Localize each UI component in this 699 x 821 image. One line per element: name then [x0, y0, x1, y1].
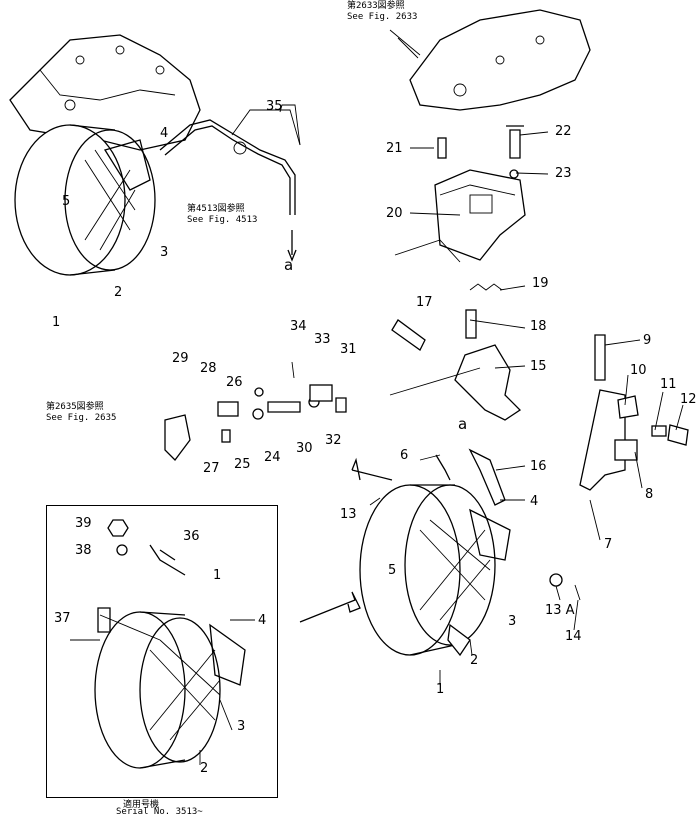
callout-17: 17 — [416, 295, 433, 310]
nut-39 — [107, 519, 129, 537]
callout-2: 2 — [114, 285, 123, 300]
callout-7: 7 — [604, 537, 613, 552]
leader-lines — [70, 37, 684, 765]
callout-4-inset: 4 — [258, 613, 267, 628]
callout-38: 38 — [75, 543, 92, 558]
brake-band-upper-left — [14, 124, 156, 276]
adjust-screw-9 — [594, 334, 606, 381]
callout-21: 21 — [386, 141, 403, 156]
valve-bracket-20 — [434, 169, 526, 261]
callout-2-inset: 2 — [200, 761, 209, 776]
lever-15 — [454, 344, 522, 421]
callout-25: 25 — [234, 457, 251, 472]
callout-8: 8 — [645, 487, 654, 502]
transmission-case-upper-left — [9, 34, 201, 151]
callout-2-lower: 2 — [470, 653, 479, 668]
callout-a-lower: a — [458, 415, 468, 433]
brake-band-lower-right — [359, 484, 511, 657]
brake-band-inset — [94, 611, 246, 769]
callout-12: 12 — [680, 392, 697, 407]
callout-39: 39 — [75, 516, 92, 531]
transmission-case-upper-right — [389, 9, 591, 111]
plate-10 — [617, 395, 639, 419]
callout-29: 29 — [172, 351, 189, 366]
callout-1-lower: 1 — [436, 682, 445, 697]
fitting-6 — [435, 454, 451, 481]
callout-3-inset: 3 — [237, 719, 246, 734]
callout-23: 23 — [555, 166, 572, 181]
cotter-pin-14 — [574, 584, 581, 601]
bolt-11 — [651, 425, 667, 437]
callout-9: 9 — [643, 333, 652, 348]
clamp-38 — [116, 544, 128, 556]
callout-35: 35 — [266, 99, 283, 114]
callout-16: 16 — [530, 459, 547, 474]
callout-20: 20 — [386, 206, 403, 221]
callout-30: 30 — [296, 441, 313, 456]
callout-6: 6 — [400, 448, 409, 463]
callout-18: 18 — [530, 319, 547, 334]
bolt-22 — [506, 125, 524, 159]
callout-4-lower: 4 — [530, 494, 539, 509]
ref-fig-2635-jp: 第2635図参照 — [46, 402, 104, 412]
callout-14: 14 — [565, 629, 582, 644]
callout-3-lower: 3 — [508, 614, 517, 629]
ref-fig-2633-en: See Fig. 2633 — [347, 12, 418, 22]
callout-22: 22 — [555, 124, 572, 139]
washer-13A — [549, 573, 563, 587]
callout-36: 36 — [183, 529, 200, 544]
callout-a-upper: a — [284, 256, 294, 274]
callout-19: 19 — [532, 276, 549, 291]
callout-32: 32 — [325, 433, 342, 448]
linkage-chain — [164, 361, 347, 461]
callout-37: 37 — [54, 611, 71, 626]
serial-note-en: Serial No. 3513~ — [116, 807, 203, 817]
callout-27: 27 — [203, 461, 220, 476]
callout-11: 11 — [660, 377, 677, 392]
spring-19 — [469, 283, 503, 291]
plug-18 — [465, 309, 477, 339]
callout-10: 10 — [630, 363, 647, 378]
ref-fig-4513-jp: 第4513図参照 — [187, 204, 245, 214]
bolt-12 — [667, 424, 689, 446]
serial-variant-inset — [46, 505, 278, 798]
callout-31: 31 — [340, 342, 357, 357]
detail-arrow — [299, 591, 361, 623]
callout-26: 26 — [226, 375, 243, 390]
ref-fig-2635-en: See Fig. 2635 — [46, 413, 117, 423]
callout-33: 33 — [314, 332, 331, 347]
lever-16 — [468, 448, 506, 506]
ref-fig-4513-en: See Fig. 4513 — [187, 215, 258, 225]
callout-1: 1 — [52, 315, 61, 330]
callout-5: 5 — [62, 194, 71, 209]
callout-24: 24 — [264, 450, 281, 465]
callout-4: 4 — [160, 126, 169, 141]
link-7 — [579, 389, 626, 491]
callout-28: 28 — [200, 361, 217, 376]
callout-34: 34 — [290, 319, 307, 334]
washer-23 — [509, 169, 519, 179]
callout-1-inset: 1 — [213, 568, 222, 583]
callout-15: 15 — [530, 359, 547, 374]
block-8 — [614, 439, 638, 461]
callout-3: 3 — [160, 245, 169, 260]
callout-13: 13 — [340, 507, 357, 522]
serial-note-jp: 適用号機 — [123, 800, 160, 810]
bolt-13 — [351, 457, 393, 481]
pipe-assembly-35 — [159, 109, 301, 262]
pipe-36 — [149, 544, 186, 576]
pin-21 — [437, 137, 447, 159]
bolt-37 — [97, 607, 111, 633]
spool-17 — [391, 319, 426, 351]
callout-13A: 13 A — [545, 603, 575, 618]
callout-5-lower: 5 — [388, 563, 397, 578]
ref-fig-2633-jp: 第2633図参照 — [347, 1, 405, 11]
